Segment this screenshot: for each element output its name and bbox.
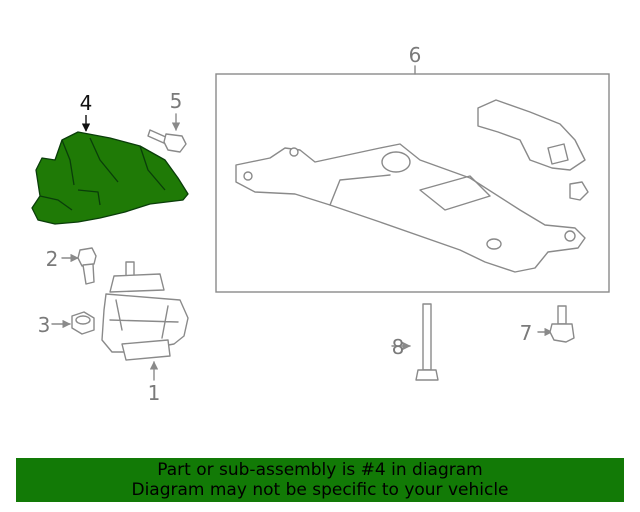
info-banner: Part or sub-assembly is #4 in diagram Di… bbox=[16, 458, 624, 502]
part-6-crossmember[interactable] bbox=[215, 65, 610, 293]
callout-2: 2 bbox=[46, 247, 59, 271]
banner-line-2: Diagram may not be specific to your vehi… bbox=[131, 480, 509, 500]
callout-6: 6 bbox=[409, 43, 422, 67]
part-7-bolt[interactable] bbox=[537, 305, 575, 343]
callout-3: 3 bbox=[38, 313, 51, 337]
part-4-mount-bracket[interactable] bbox=[31, 115, 189, 225]
banner-line-1: Part or sub-assembly is #4 in diagram bbox=[157, 460, 483, 480]
callout-8: 8 bbox=[392, 335, 405, 359]
callout-5: 5 bbox=[170, 89, 183, 113]
callout-1: 1 bbox=[148, 381, 161, 405]
part-5-bolt[interactable] bbox=[147, 113, 187, 153]
callout-7: 7 bbox=[520, 321, 533, 345]
part-2-bolt[interactable] bbox=[61, 247, 97, 285]
part-4-detail bbox=[39, 137, 166, 211]
part-8-long-bolt[interactable] bbox=[391, 303, 439, 381]
part-3-nut[interactable] bbox=[51, 311, 95, 335]
callout-4: 4 bbox=[80, 91, 93, 115]
part-6-frame bbox=[215, 73, 610, 293]
part-4-shape bbox=[31, 131, 189, 225]
part-1-engine-mount[interactable] bbox=[101, 261, 189, 381]
